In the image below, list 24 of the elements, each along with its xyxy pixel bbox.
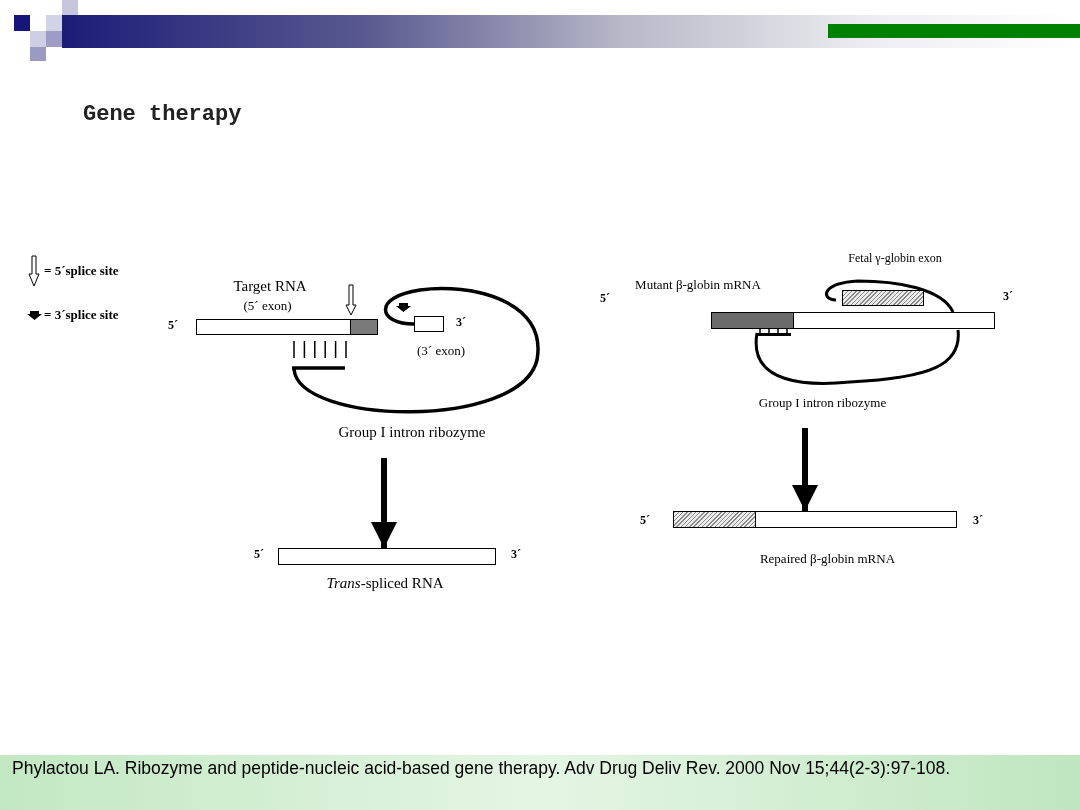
end-label: 3´ <box>973 513 983 528</box>
strand-label: Trans-spliced RNA <box>325 574 445 593</box>
legend-label: = 5´splice site <box>44 263 119 280</box>
strand-label: (5´ exon) <box>242 298 293 315</box>
end-label: 5´ <box>600 291 610 306</box>
end-label: 3´ <box>456 315 466 330</box>
strand-label: Fetal γ-globin exon <box>847 251 943 266</box>
end-label: 3´ <box>1003 289 1013 304</box>
end-label: 5´ <box>640 513 650 528</box>
end-label: 3´ <box>511 547 521 562</box>
arrow <box>792 428 818 511</box>
citation: Phylactou LA. Ribozyme and peptide-nucleic acid-based gene therapy. Adv Drug Deliv Rev. 2000 Nov 15;44(2-3):97-108. <box>12 757 952 780</box>
slide-title: Gene therapy <box>83 101 242 129</box>
ribozyme-loop <box>825 279 955 313</box>
end-label: 5´ <box>254 547 264 562</box>
strand-label: Group I intron ribozyme <box>337 423 487 442</box>
strand-label: Repaired β-globin mRNA <box>758 551 897 568</box>
legend-label: = 3´splice site <box>44 307 119 324</box>
strand-label: Target RNA <box>232 277 308 296</box>
strand-label: Mutant β-globin mRNA <box>634 277 762 294</box>
end-label: 5´ <box>168 318 178 333</box>
strand-label: Group I intron ribozyme <box>757 395 888 412</box>
arrow <box>371 458 397 548</box>
strand-label: (3´ exon) <box>416 343 466 360</box>
